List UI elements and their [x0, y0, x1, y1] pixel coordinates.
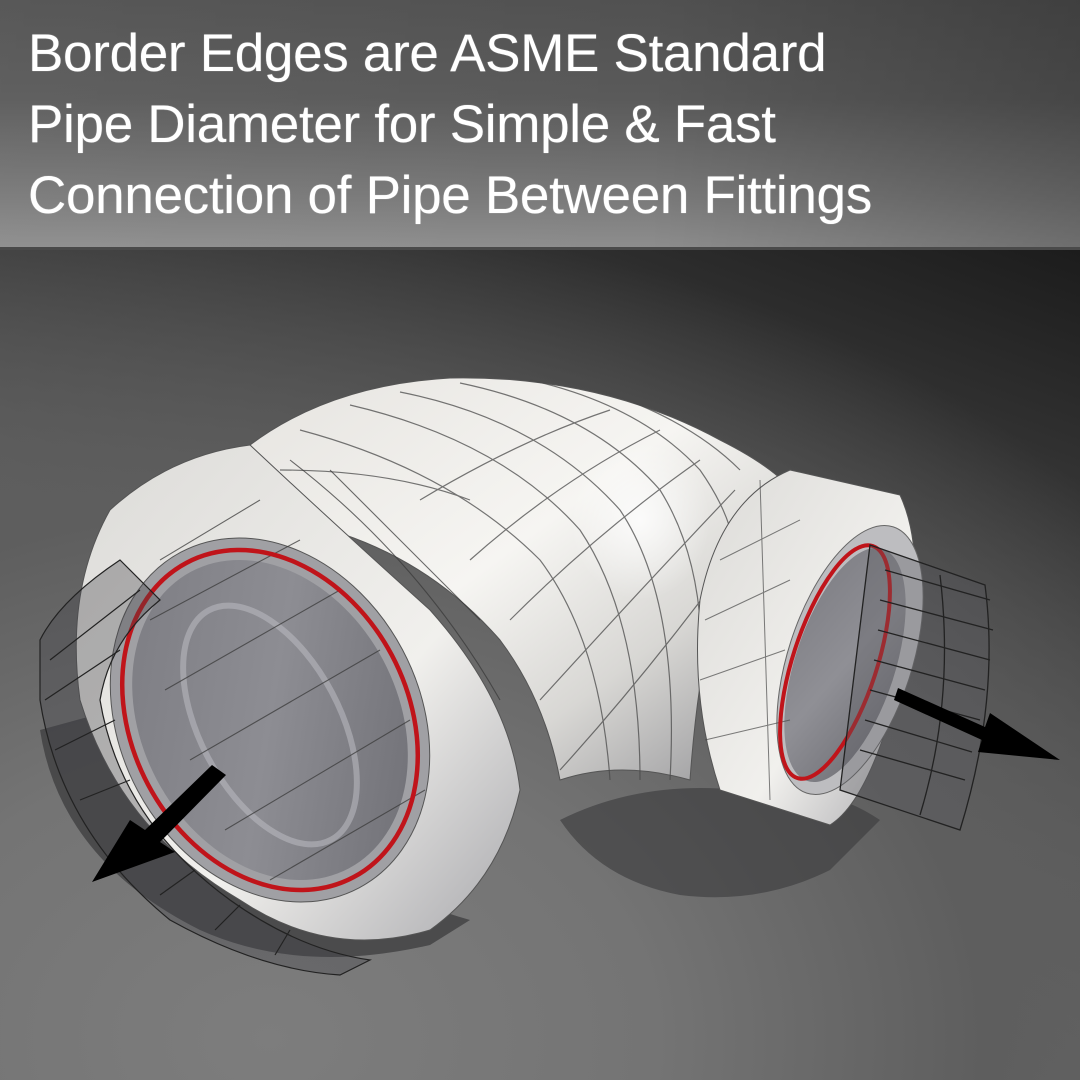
left-border-edge-ring: [120, 547, 420, 893]
right-direction-arrow-icon: [894, 688, 1060, 760]
elbow-bend: [249, 377, 801, 781]
left-socket: [39, 444, 521, 976]
caption-line-2: Pipe Diameter for Simple & Fast: [28, 95, 776, 154]
caption-line-3: Connection of Pipe Between Fittings: [28, 166, 872, 225]
banner-divider: [0, 247, 1080, 250]
right-pipe-wireframe: [839, 544, 994, 831]
render-viewport: [0, 250, 1080, 1080]
left-direction-arrow-icon: [92, 765, 226, 882]
right-socket: [697, 469, 994, 831]
caption-line-1: Border Edges are ASME Standard: [28, 24, 827, 83]
elbow-fitting-render: [39, 377, 1060, 976]
caption-text: Border Edges are ASME Standard Pipe Diam…: [28, 18, 872, 231]
caption-banner: Border Edges are ASME Standard Pipe Diam…: [0, 0, 1080, 249]
